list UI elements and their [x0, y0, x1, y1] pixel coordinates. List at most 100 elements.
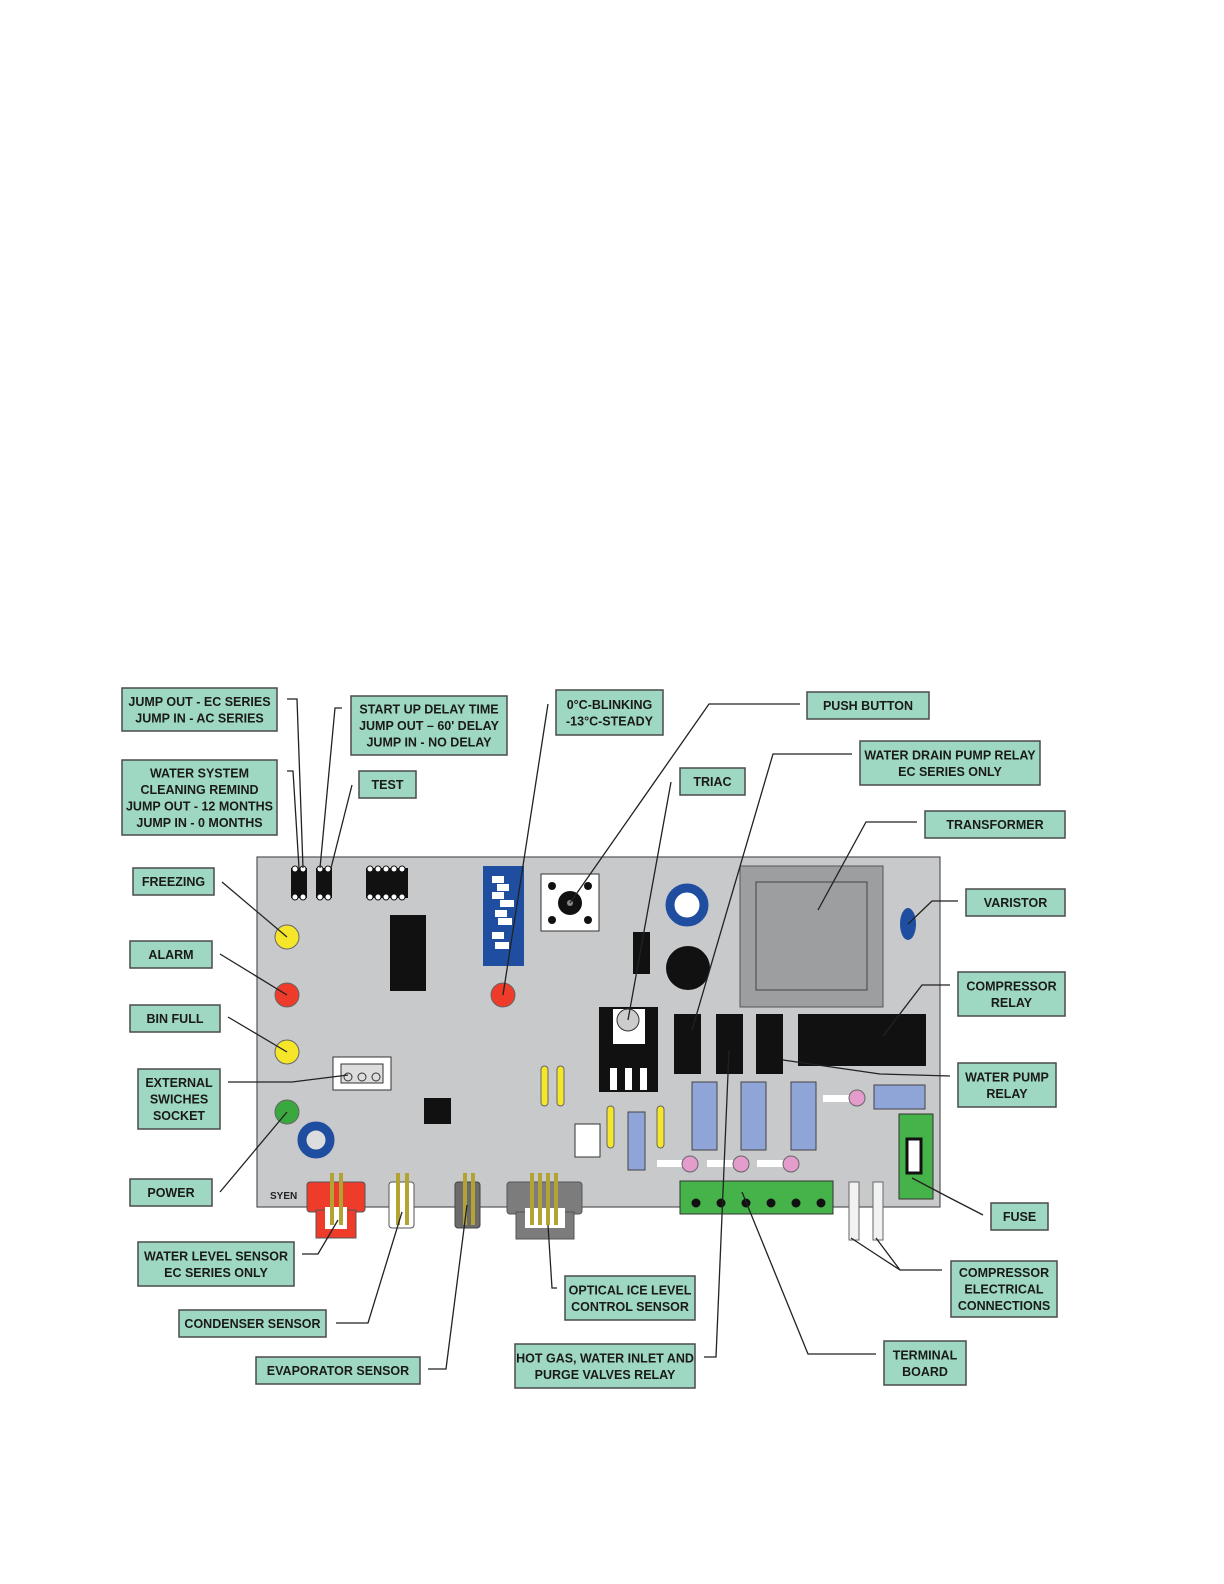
label-text: JUMP OUT - EC SERIES [128, 695, 270, 709]
fuse [898, 1113, 934, 1200]
white-component [574, 1123, 601, 1158]
label-text: CONTROL SENSOR [571, 1300, 689, 1314]
label-test: TEST [358, 770, 417, 799]
label-box [990, 1202, 1049, 1231]
label-text: CONDENSER SENSOR [184, 1317, 320, 1331]
label-water-pump-relay: WATER PUMP RELAY [957, 1062, 1057, 1108]
label-text: JUMP OUT – 60' DELAY [359, 719, 499, 733]
label-text: JUMP OUT - 12 MONTHS [126, 799, 273, 813]
label-text: SOCKET [153, 1109, 205, 1123]
label-text: WATER PUMP [965, 1070, 1049, 1084]
label-text: PUSH BUTTON [823, 699, 913, 713]
label-water-drain-pump-relay: WATER DRAIN PUMP RELAY EC SERIES ONLY [859, 740, 1041, 786]
label-fuse: FUSE [990, 1202, 1049, 1231]
label-text: BOARD [902, 1365, 948, 1379]
label-box [679, 767, 746, 796]
label-box [137, 1068, 221, 1130]
callout-labels: JUMP OUT - EC SERIES JUMP IN - AC SERIES W… [121, 687, 1066, 1389]
label-box [121, 759, 278, 836]
label-valves-relay: HOT GAS, WATER INLET AND PURGE VALVES REL… [514, 1343, 696, 1389]
label-text: TRANSFORMER [946, 818, 1043, 832]
label-text: EC SERIES ONLY [164, 1266, 268, 1280]
label-text: JUMP IN - AC SERIES [135, 711, 264, 725]
board-silkscreen: SYEN [270, 1191, 297, 1202]
label-box [555, 689, 664, 736]
label-text: -13°C-STEADY [566, 714, 654, 728]
label-box [178, 1309, 327, 1338]
label-text: SWICHES [150, 1093, 208, 1107]
label-box [132, 867, 215, 896]
label-text: JUMP IN - 0 MONTHS [136, 816, 262, 830]
capacitor-large [665, 883, 709, 927]
label-box [129, 1178, 213, 1207]
label-box [514, 1343, 696, 1389]
label-text: 0°C-BLINKING [567, 698, 653, 712]
label-bin-full: BIN FULL [129, 1004, 221, 1033]
leader-lines [219, 698, 984, 1370]
label-box [358, 770, 417, 799]
label-compressor-electrical-connections: COMPRESSOR ELECTRICAL CONNECTIONS [950, 1260, 1058, 1318]
label-text: POWER [147, 1186, 194, 1200]
label-box [129, 940, 213, 969]
label-text: CONNECTIONS [958, 1299, 1050, 1313]
terminal-board [679, 1180, 834, 1215]
label-box [924, 810, 1066, 839]
label-text: EXTERNAL [145, 1076, 213, 1090]
label-text: ELECTRICAL [964, 1283, 1044, 1297]
transformer [739, 865, 884, 1008]
label-text: WATER DRAIN PUMP RELAY [864, 748, 1036, 762]
label-external-switches-socket: EXTERNAL SWICHES SOCKET [137, 1068, 221, 1130]
resistors [627, 1081, 926, 1171]
label-varistor: VARISTOR [965, 888, 1066, 917]
label-text: TRIAC [693, 775, 731, 789]
label-optical-ice-level: OPTICAL ICE LEVEL CONTROL SENSOR [564, 1275, 696, 1321]
component-black [633, 932, 650, 974]
yellow-components [540, 1065, 665, 1149]
label-text: CLEANING REMIND [140, 783, 258, 797]
label-box [957, 1062, 1057, 1108]
small-ic [424, 1098, 451, 1124]
label-box [350, 695, 508, 756]
label-evaporator-sensor: EVAPORATOR SENSOR [255, 1356, 421, 1385]
label-text: COMPRESSOR [959, 1266, 1049, 1280]
label-text: START UP DELAY TIME [359, 703, 498, 717]
label-text: RELAY [986, 1087, 1028, 1101]
label-startup-delay: START UP DELAY TIME JUMP OUT – 60' DELAY J… [350, 695, 508, 756]
label-text: EC SERIES ONLY [898, 765, 1002, 779]
diodes [657, 1089, 866, 1173]
sensor-connectors [306, 1173, 583, 1240]
pcb-board: SYEN [256, 856, 941, 1241]
label-text: WATER LEVEL SENSOR [144, 1249, 288, 1263]
dip-switch [483, 866, 524, 966]
capacitor [297, 1121, 335, 1159]
label-box [564, 1275, 696, 1321]
label-box [137, 1241, 295, 1287]
ic-chip [390, 915, 426, 991]
label-water-level-sensor: WATER LEVEL SENSOR EC SERIES ONLY [137, 1241, 295, 1287]
label-text: FUSE [1003, 1210, 1036, 1224]
label-text: PURGE VALVES RELAY [535, 1368, 676, 1382]
label-cleaning-remind: WATER SYSTEM CLEANING REMIND JUMP OUT - 12… [121, 759, 278, 836]
label-text: HOT GAS, WATER INLET AND [516, 1351, 694, 1365]
label-box [129, 1004, 221, 1033]
label-text: TEST [372, 778, 404, 792]
label-push-button: PUSH BUTTON [806, 691, 930, 720]
black-capacitor [666, 946, 710, 990]
relays [674, 1014, 926, 1074]
label-text: JUMP IN - NO DELAY [366, 736, 492, 750]
label-box [255, 1356, 421, 1385]
label-text: ALARM [148, 948, 193, 962]
label-box [957, 971, 1066, 1017]
label-text: BIN FULL [147, 1012, 204, 1026]
jumper-blocks [291, 865, 408, 901]
label-triac: TRIAC [679, 767, 746, 796]
label-text: COMPRESSOR [966, 979, 1056, 993]
label-text: OPTICAL ICE LEVEL [569, 1283, 692, 1297]
label-box [121, 687, 278, 732]
label-box [965, 888, 1066, 917]
label-alarm: ALARM [129, 940, 213, 969]
label-text: WATER SYSTEM [150, 766, 249, 780]
label-text: EVAPORATOR SENSOR [267, 1364, 409, 1378]
